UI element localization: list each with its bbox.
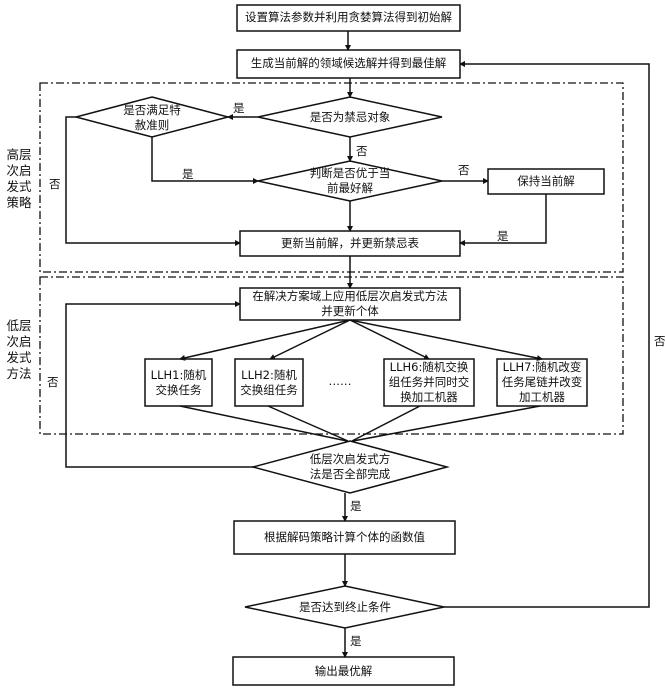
output-box: [232, 656, 455, 686]
label-line: 任务尾链并改变: [501, 375, 583, 389]
label-line: 是否满足特: [123, 103, 181, 117]
edge-label-llh-done-yes: 是: [350, 499, 362, 513]
edge-llh7-done: [352, 405, 541, 442]
edge-label-better-no: 否: [458, 163, 470, 177]
terminate-label: 是否达到终止条件: [299, 600, 391, 614]
llh1-box: [144, 358, 213, 407]
label-line: 赦准则: [134, 118, 170, 132]
label-line: LLH7:随机改变: [502, 360, 582, 374]
llh7-box: [496, 358, 588, 407]
label-line: 换加工机器: [400, 390, 458, 404]
llh6-label: LLH6:随机交换 组任务并同时交 换加工机器: [384, 360, 474, 405]
label-line: 判断是否优于当: [309, 166, 391, 180]
neighborhood-label: 生成当前解的领域候选解并得到最佳解: [250, 56, 447, 70]
region-label-line: 次启: [6, 334, 32, 349]
edge-apply-llh6: [349, 319, 430, 360]
edge-apply-llh1: [179, 319, 351, 361]
region-label-line: 策略: [6, 195, 32, 210]
edge-aspiration-yes: [151, 137, 259, 184]
edge-label-aspiration-yes: 是: [182, 167, 194, 181]
ellipsis-label: ……: [328, 374, 352, 388]
edge-llh6-done: [351, 405, 421, 442]
region-label-line: 低层: [6, 318, 32, 333]
is-tabu-label: 是否为禁忌对象: [309, 110, 391, 124]
label-line: 并更新个体: [321, 304, 379, 318]
edge-label-terminate-no: 否: [654, 334, 666, 348]
edge-label-terminate-yes: 是: [350, 634, 362, 648]
llh-done-label: 低层次启发式方 法是否全部完成: [280, 452, 420, 482]
llh6-box: [383, 358, 475, 407]
region-label-line: 高层: [6, 147, 32, 162]
edge-label-tabu-no: 否: [356, 144, 368, 158]
llh-done-diamond: [250, 440, 450, 494]
llh7-label: LLH7:随机改变 任务尾链并改变 加工机器: [497, 360, 587, 405]
label-line: 加工机器: [519, 390, 565, 404]
edge-keep-yes: [459, 194, 547, 246]
edge-apply-llh2: [269, 319, 351, 360]
llh1-label: LLH1:随机 交换任务: [145, 368, 212, 398]
edge-label-keep-yes: 是: [497, 229, 509, 243]
region-label-line: 次启: [6, 163, 32, 178]
init-label: 设置算法参数并利用贪婪算法得到初始解: [245, 10, 452, 24]
edge-terminate-no: [444, 61, 650, 608]
label-line: 低层次启发式方: [309, 452, 391, 466]
high-level-region-label: 高层 次启 发式 策略: [4, 147, 34, 211]
output-label: 输出最优解: [314, 664, 373, 678]
edge-aspiration-no: [65, 116, 241, 246]
edge-label-tabu-yes: 是: [233, 101, 245, 115]
llh2-label: LLH2:随机 交换组任务: [235, 368, 303, 398]
label-line: LLH1:随机: [150, 368, 207, 382]
label-line: 在解决方案域上应用低层次启发式方法: [252, 289, 448, 303]
label-line: LLH6:随机交换: [389, 360, 469, 374]
keep-label: 保持当前解: [517, 174, 575, 188]
edge-label-llh-done-no: 否: [47, 375, 59, 389]
label-line: 前最好解: [327, 181, 373, 195]
label-line: 法是否全部完成: [309, 467, 391, 481]
update-label: 更新当前解，并更新禁忌表: [281, 236, 419, 250]
label-line: 组任务并同时交: [388, 375, 470, 389]
label-line: 交换组任务: [240, 383, 298, 397]
region-label-line: 方法: [6, 366, 32, 381]
label-line: LLH2:随机: [241, 368, 297, 382]
label-line: 交换任务: [155, 383, 202, 397]
edge-llh1-done: [179, 405, 348, 442]
llh2-box: [234, 358, 304, 407]
high-level-region: [39, 82, 624, 273]
aspiration-label: 是否满足特 赦准则: [92, 103, 212, 133]
low-level-region-label: 低层 次启 发式 方法: [4, 318, 34, 382]
edge-label-aspiration-no: 否: [49, 177, 61, 191]
edge-llh2-done: [267, 405, 349, 442]
evaluate-box: [233, 520, 456, 555]
region-label-line: 发式: [6, 179, 32, 194]
init-box: [236, 4, 461, 32]
region-label-line: 发式: [6, 350, 32, 365]
edge-llh-done-no: [65, 301, 253, 468]
apply-llh-label: 在解决方案域上应用低层次启发式方法 并更新个体: [240, 289, 460, 319]
evaluate-label: 根据解码策略计算个体的函数值: [264, 530, 425, 544]
edge-apply-llh7: [349, 319, 543, 361]
better-label: 判断是否优于当 前最好解: [270, 166, 430, 196]
